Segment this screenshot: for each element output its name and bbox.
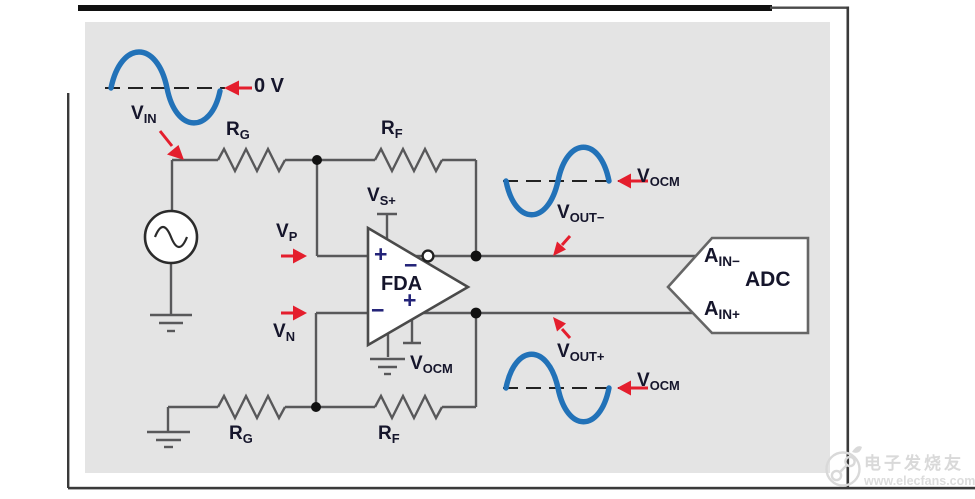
rg-bottom-label: RG (229, 424, 253, 446)
mark-text: − (404, 252, 418, 278)
vocm-bottom-label: VOCM (637, 371, 680, 393)
label-base: R (381, 118, 395, 139)
label-sub: IN (143, 110, 157, 126)
label-base: A (704, 245, 719, 267)
watermark-logo-icon (825, 446, 862, 487)
label-sub: OUT+ (569, 348, 605, 364)
label-sub: IN− (718, 254, 740, 270)
label-sub: OCM (649, 377, 680, 393)
resistor-rf-top (373, 146, 444, 174)
label-sub: G (239, 126, 250, 142)
vin-label: VIN (131, 104, 157, 126)
ac-source-icon (143, 209, 199, 265)
red-arrow-vin-icon (158, 130, 184, 160)
adc-block (666, 236, 810, 335)
red-arrow-vout-plus-icon (553, 317, 572, 339)
red-arrow-vp-icon (281, 248, 307, 264)
rf-bottom-label: RF (378, 424, 400, 446)
vp-label: VP (276, 222, 297, 244)
fda-triangle (366, 225, 471, 348)
label-base: V (367, 185, 380, 206)
label-text: ADC (745, 268, 791, 291)
label-base: V (273, 321, 286, 342)
label-base: V (557, 341, 570, 362)
watermark-url: www.elecfans.com (864, 474, 975, 488)
vs-plus-label: VS+ (367, 186, 396, 208)
ain-minus-label: AIN− (704, 246, 740, 269)
label-base: V (637, 370, 650, 391)
red-arrow-vn-icon (281, 305, 307, 321)
label-base: A (704, 298, 719, 320)
fda-output-minus-mark: − (404, 254, 417, 277)
label-base: V (637, 166, 650, 187)
label-sub: S+ (379, 192, 396, 208)
vocm-top-label: VOCM (637, 167, 680, 189)
label-sub: F (394, 125, 403, 141)
mark-text: − (371, 297, 385, 323)
label-base: V (557, 202, 570, 223)
page-frame (67, 5, 975, 490)
label-base: V (131, 103, 144, 124)
watermark-name: 电子发烧友 (864, 454, 964, 473)
circuit-wires (166, 158, 700, 431)
label-sub: OUT− (569, 209, 605, 225)
red-arrow-vocm-bottom-icon (617, 380, 648, 396)
fda-output-plus-mark: + (403, 289, 416, 312)
vn-label: VN (273, 322, 295, 344)
rf-top-label: RF (381, 119, 403, 141)
rg-top-label: RG (226, 120, 250, 142)
ground-icon-fda (370, 357, 405, 376)
fda-input-minus-mark: − (371, 299, 384, 322)
label-sub: P (288, 228, 298, 244)
vout-plus-label: VOUT+ (557, 342, 604, 364)
red-arrow-zero-v-icon (224, 80, 252, 96)
resistor-rg-bottom (216, 393, 287, 421)
sine-wave-vout-plus-icon (503, 351, 612, 425)
ground-icon-source (150, 313, 192, 333)
label-text: FDA (381, 273, 423, 295)
label-base: R (378, 423, 392, 444)
ground-icon-bottom-left (147, 430, 190, 449)
fda-input-plus-mark: + (374, 243, 387, 266)
mark-text: + (403, 287, 417, 313)
label-base: R (226, 119, 240, 140)
label-base: V (410, 353, 423, 374)
output-bubble-icon (421, 249, 435, 263)
label-sub: F (391, 430, 400, 446)
red-arrow-vocm-top-icon (617, 173, 648, 189)
label-base: R (229, 423, 243, 444)
label-sub: G (242, 430, 253, 446)
label-sub: OCM (422, 360, 453, 376)
label-base: V (276, 221, 289, 242)
adc-label: ADC (745, 269, 791, 290)
red-arrow-vout-minus-icon (553, 235, 572, 256)
ain-plus-label: AIN+ (704, 299, 740, 322)
junction-dots (311, 155, 482, 412)
sine-wave-input-icon (108, 49, 223, 126)
label-sub: OCM (649, 173, 680, 189)
resistor-rf-bottom (373, 393, 444, 421)
resistor-rg-top (216, 146, 287, 174)
label-text: 0 V (254, 75, 285, 97)
label-sub: N (285, 328, 296, 344)
vout-minus-label: VOUT− (557, 203, 604, 225)
mark-text: + (374, 241, 388, 267)
vocm-fda-label: VOCM (410, 354, 453, 376)
sine-wave-vout-minus-icon (503, 144, 612, 218)
fda-label: FDA (381, 274, 422, 294)
zero-v-label: 0 V (254, 76, 284, 96)
label-sub: IN+ (718, 307, 740, 323)
